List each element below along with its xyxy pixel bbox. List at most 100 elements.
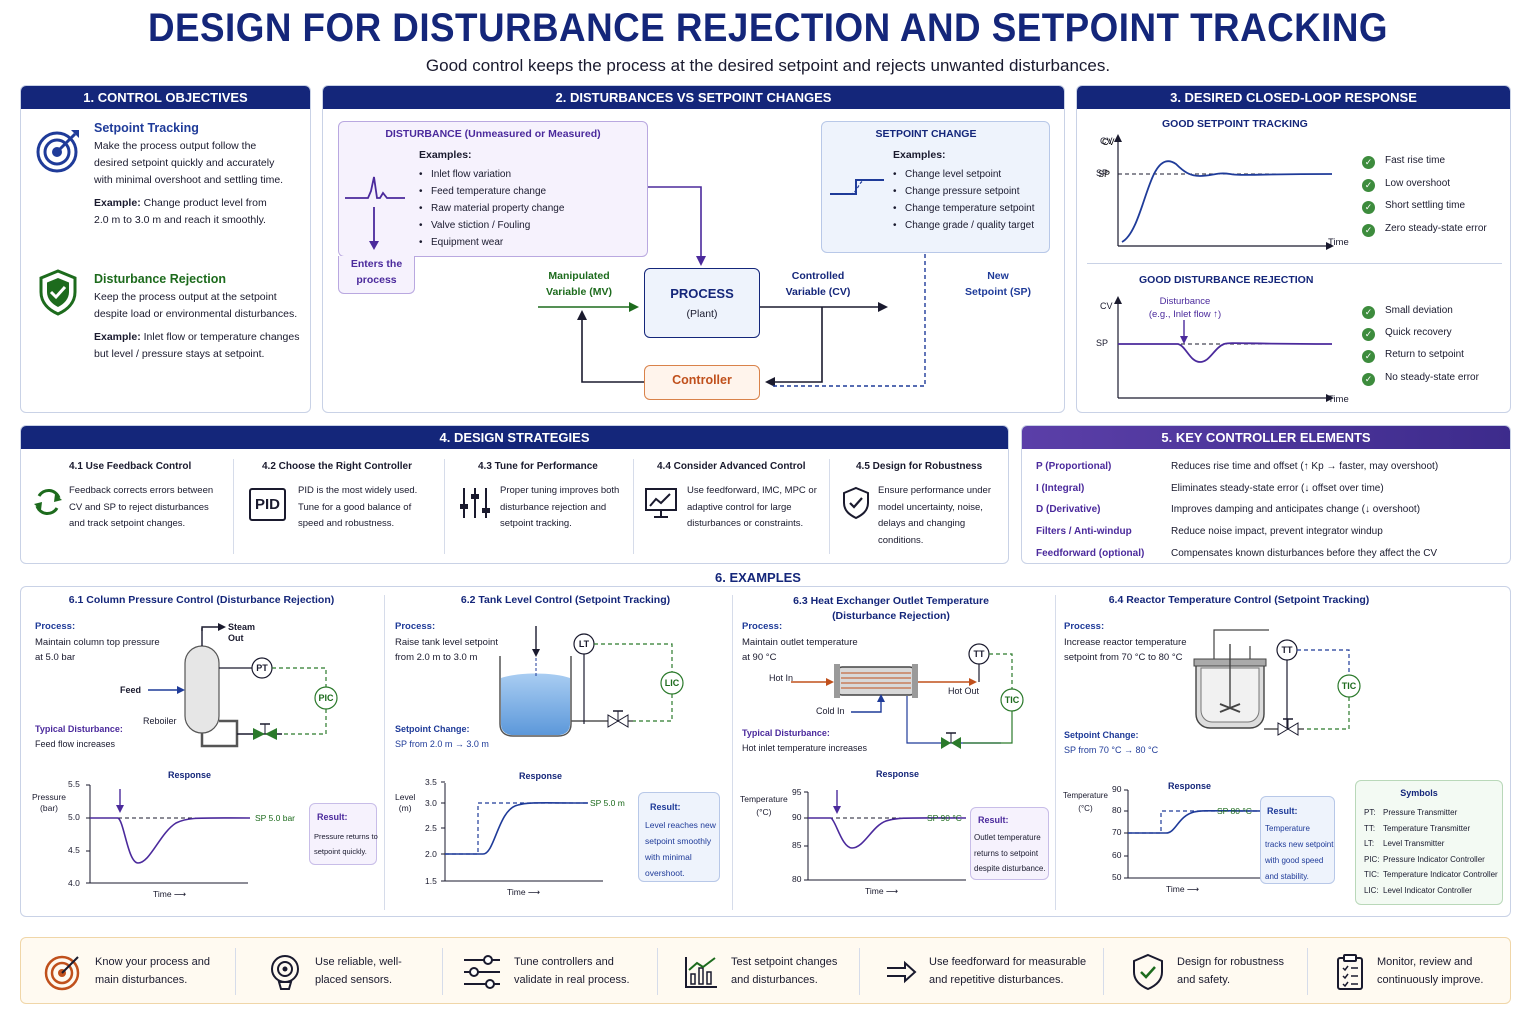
process-label: PROCESS: [670, 286, 734, 301]
enters-process-box: [338, 256, 415, 294]
divider: [233, 459, 234, 554]
tick-label: 3.5: [425, 777, 437, 787]
response-label: Response: [519, 771, 563, 781]
tick-label: 90: [792, 812, 802, 822]
tic-controller-label: TIC: [1004, 695, 1020, 705]
tic-controller-label: TIC: [1341, 681, 1357, 691]
disturbance-spike-icon: [345, 176, 405, 250]
divider: [633, 459, 634, 554]
design-strategies-header: 4. DESIGN STRATEGIES: [21, 426, 1008, 449]
disturbance-examples-label: Examples:: [419, 149, 472, 161]
disturbance-examples-list: Inlet flow variationFeed temperature cha…: [419, 166, 564, 251]
feedback-cycle-icon: [34, 489, 62, 515]
tick-label: 1.5: [425, 876, 437, 886]
result-box: [309, 803, 377, 865]
response-label: Response: [1168, 781, 1212, 791]
check-icon: ✓: [1362, 372, 1375, 386]
tick-label: 2.0: [425, 849, 437, 859]
arrow-icon: [887, 960, 917, 983]
divider: [829, 459, 830, 554]
setpoint-examples-list: Change level setpointChange pressure set…: [893, 166, 1035, 234]
example-column-pressure: 6.1 Column Pressure Control (Disturbance…: [20, 586, 383, 917]
tick-label: 60: [1112, 850, 1122, 860]
page-subtitle: Good control keeps the process at the de…: [425, 56, 1111, 75]
tick-label: 70: [1112, 827, 1122, 837]
example-reactor-temperature: 6.4 Reactor Temperature Control (Setpoin…: [1054, 586, 1511, 917]
result-label: Result:: [1267, 806, 1298, 816]
typical-disturbance-desc: Hot inlet temperature increases: [742, 743, 868, 753]
temperature-response-plot: [804, 790, 967, 881]
divider: [384, 595, 385, 910]
example-heat-exchanger: 6.3 Heat Exchanger Outlet Temperature(Di…: [731, 586, 1054, 917]
tracking-time-label: Time: [1328, 237, 1349, 248]
control-objectives-panel: 1. CONTROL OBJECTIVES Setpoint Tracking …: [20, 85, 311, 413]
result-box: [1260, 796, 1335, 884]
setpoint-annotation: SP 80 °C: [1217, 806, 1252, 816]
good-rejection-title: GOOD DISTURBANCE REJECTION: [1139, 274, 1314, 286]
time-axis-label: Time ⟶: [507, 887, 541, 897]
tick-label: 3.0: [425, 798, 437, 808]
controller-block: [644, 365, 760, 400]
strategy-robustness-title: 4.5 Design for Robustness: [856, 461, 983, 472]
closed-loop-response-header: 3. DESIRED CLOSED-LOOP RESPONSE: [1077, 86, 1510, 109]
result-box: [638, 792, 720, 882]
setpoint-examples-label: Examples:: [893, 149, 946, 161]
divider: [1307, 948, 1308, 995]
chart-icon: [685, 956, 717, 988]
y-axis-label: Temperature(°C): [740, 794, 788, 817]
time-axis-label: Time ⟶: [865, 886, 899, 896]
divider: [235, 948, 236, 995]
rejection-cv-label: CV: [1100, 301, 1113, 311]
setpoint-tracking-title: Setpoint Tracking: [94, 121, 199, 135]
disturbance-note: Disturbance(e.g., Inlet flow ↑): [1148, 296, 1222, 320]
rejection-sp-label: SP: [1096, 338, 1109, 348]
symbols-list: PT:Pressure Transmitter TT:Temperature T…: [1364, 808, 1498, 895]
tank-level-pid: [499, 626, 684, 737]
divider: [1055, 595, 1056, 910]
tick-label: 90: [1112, 784, 1122, 794]
level-response-plot: [441, 781, 603, 882]
process-label: Process:: [1064, 621, 1105, 632]
example-title: 6.2 Tank Level Control (Setpoint Trackin…: [460, 594, 671, 606]
key-controller-elements-panel: 5. KEY CONTROLLER ELEMENTS P (Proportion…: [1021, 425, 1511, 564]
tick-label: 4.0: [68, 878, 80, 888]
check-icon: ✓: [1362, 224, 1375, 238]
tick-label: 5.5: [68, 779, 80, 789]
column-pressure-pid: [148, 623, 338, 748]
disturbance-rejection-plot: [1114, 296, 1334, 402]
shield-check-icon: [39, 269, 77, 316]
reboiler-label: Reboiler: [143, 716, 177, 726]
clipboard-icon: [1337, 953, 1363, 990]
lt-instrument-label: LT: [578, 639, 590, 649]
footer-item: Use reliable, well-placed sensors.: [267, 938, 402, 1005]
shield-check-icon: [843, 486, 869, 520]
tt-instrument-label: TT: [1281, 645, 1293, 655]
good-tracking-title: GOOD SETPOINT TRACKING: [1162, 118, 1308, 130]
plant-label: (Plant): [686, 308, 718, 320]
typical-disturbance-label: Typical Disturbance:: [35, 724, 123, 734]
strategy-tune-title: 4.3 Tune for Performance: [478, 461, 598, 472]
time-axis-label: Time ⟶: [1166, 884, 1200, 894]
tick-label: 4.5: [68, 845, 80, 855]
y-axis-label: Pressure(bar): [32, 792, 67, 813]
